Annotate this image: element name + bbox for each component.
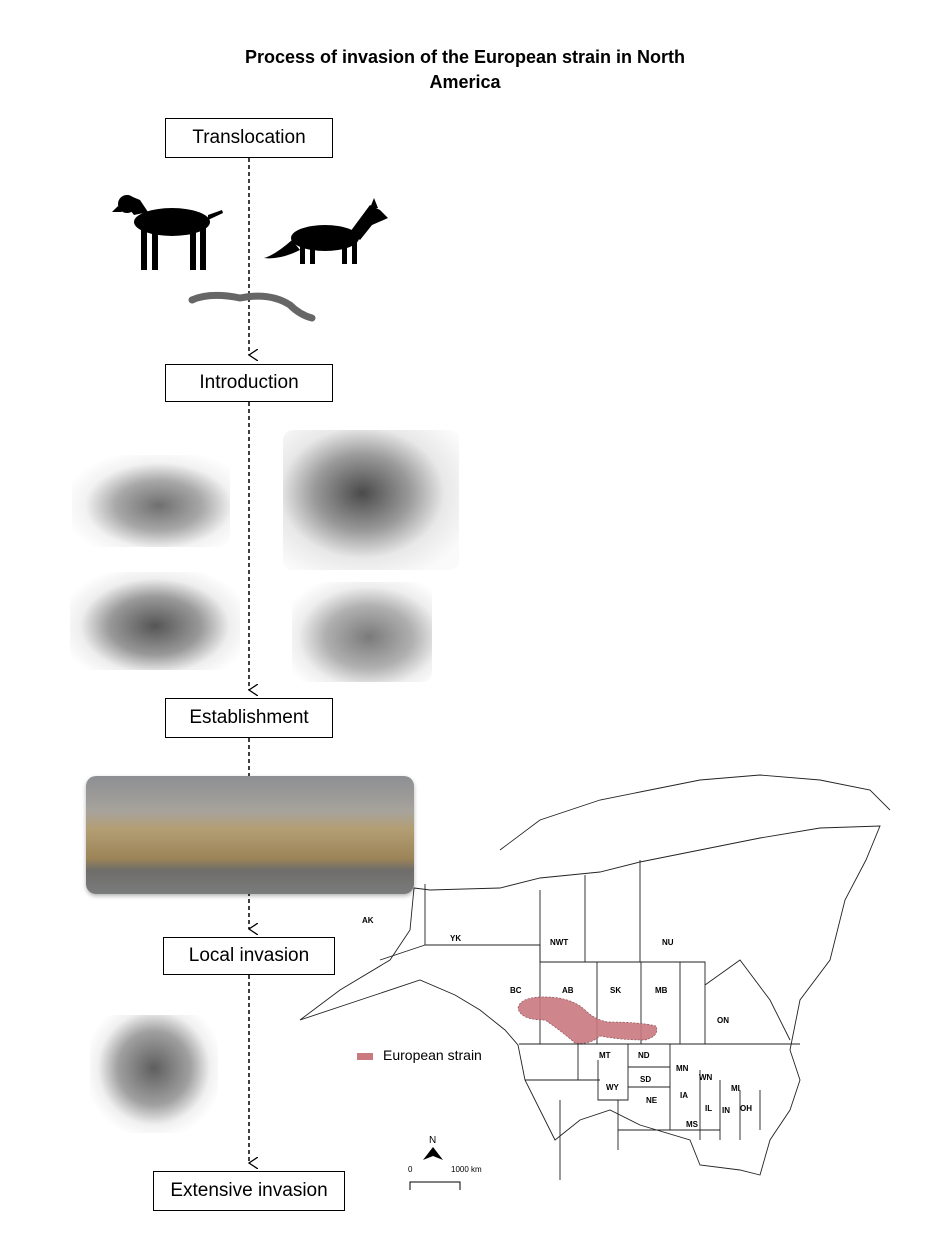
scale-start-label: 0: [408, 1165, 413, 1174]
title-line-2: America: [429, 72, 501, 92]
stage-introduction: Introduction: [165, 364, 333, 402]
label-ab: AB: [562, 986, 574, 995]
label-yk: YK: [450, 934, 461, 943]
label-nu: NU: [662, 938, 674, 947]
label-nwt: NWT: [550, 938, 568, 947]
north-label: N: [429, 1135, 436, 1146]
tapeworm-icon: [188, 291, 316, 322]
label-sk: SK: [610, 986, 621, 995]
vole-photo: [70, 572, 240, 670]
legend-label: European strain: [383, 1047, 482, 1063]
label-in: IN: [722, 1106, 730, 1115]
stage-establishment: Establishment: [165, 698, 333, 738]
label-wy: WY: [606, 1083, 620, 1092]
map-region-labels: AK YK NWT NU BC AB SK MB ON MT ND MN WN …: [362, 916, 752, 1129]
label-sd: SD: [640, 1075, 651, 1084]
fox-silhouette-icon: [264, 198, 388, 264]
stage-local-invasion: Local invasion: [163, 937, 335, 975]
scale-bar: 0 1000 km: [408, 1165, 482, 1190]
label-oh: OH: [740, 1104, 752, 1113]
label-ms: MS: [686, 1120, 699, 1129]
coyote-field-photo: [86, 776, 414, 894]
label-ne: NE: [646, 1096, 658, 1105]
title-line-1: Process of invasion of the European stra…: [244, 47, 686, 67]
mouse-photo: [72, 455, 230, 547]
wolf-photo: [90, 1015, 218, 1133]
stage-extensive-invasion: Extensive invasion: [153, 1171, 345, 1211]
north-arrow-icon: N: [423, 1135, 443, 1160]
legend-swatch: [357, 1053, 373, 1060]
label-wn: WN: [699, 1073, 713, 1082]
dog-silhouette-icon: [112, 195, 223, 270]
label-on: ON: [717, 1016, 729, 1025]
stage-translocation: Translocation: [165, 118, 333, 158]
label-nd: ND: [638, 1051, 650, 1060]
label-ia: IA: [680, 1091, 688, 1100]
label-ak: AK: [362, 916, 374, 925]
red-fox-photo: [283, 430, 459, 570]
european-strain-range: [517, 996, 658, 1044]
label-mn: MN: [676, 1064, 689, 1073]
label-mb: MB: [655, 986, 668, 995]
diagram-title: Process of invasion of the European stra…: [0, 45, 930, 95]
coyote-photo: [292, 582, 432, 682]
scale-end-label: 1000 km: [451, 1165, 482, 1174]
label-il: IL: [705, 1104, 712, 1113]
label-mt: MT: [599, 1051, 611, 1060]
label-bc: BC: [510, 986, 522, 995]
label-mi: MI: [731, 1084, 740, 1093]
map-outlines: [299, 774, 891, 1180]
